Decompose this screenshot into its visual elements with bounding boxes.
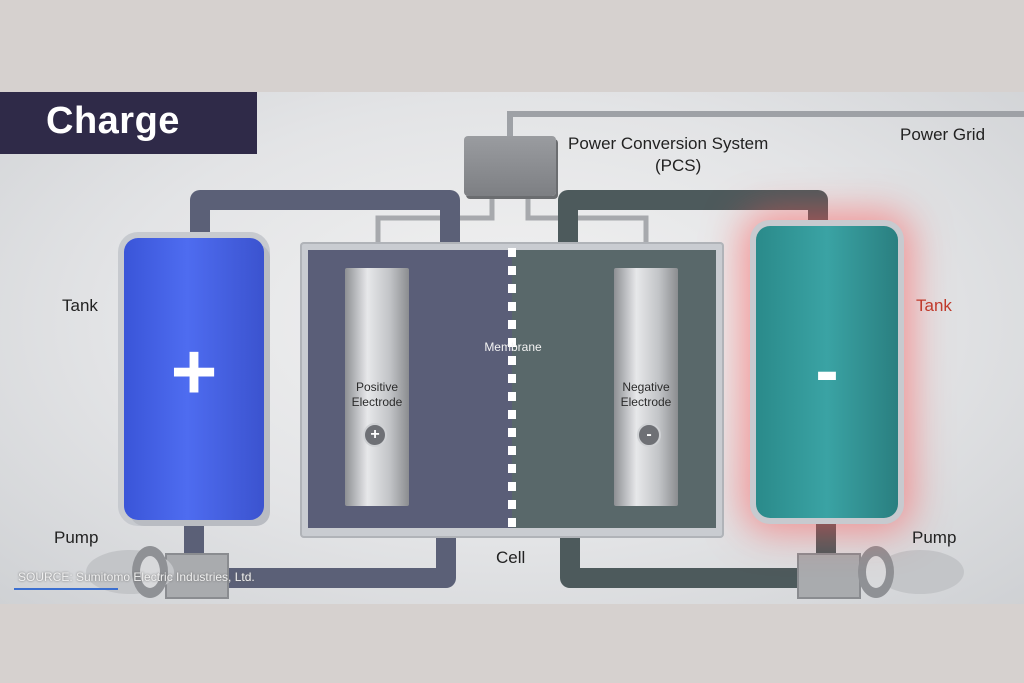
source-underline [14, 588, 118, 590]
pump-left [86, 546, 229, 599]
negative-electrode [614, 268, 678, 506]
pipe-right-bottom [560, 522, 836, 588]
pipe-network [86, 111, 1024, 599]
positive-electrode-sign: + [363, 423, 387, 447]
membrane-label: Membrane [484, 340, 542, 354]
grid-cable [507, 111, 1024, 136]
tank-negative: - [756, 226, 898, 518]
negative-electrode-label-1: Negative [622, 380, 670, 394]
pump-right-label: Pump [912, 528, 957, 547]
pump-left-label: Pump [54, 528, 99, 547]
cell-positive-half [308, 250, 512, 528]
tank-negative-sign: - [815, 331, 839, 409]
pipe-left-top [190, 190, 460, 242]
positive-electrode [345, 268, 409, 506]
tank-left-label: Tank [62, 296, 98, 315]
negative-electrode-sign: - [637, 423, 661, 447]
positive-electrode-label-1: Positive [355, 380, 399, 394]
diagram-frame: Charge Power Conversion System (PCS) Pow… [0, 92, 1024, 604]
pcs-label-line2: (PCS) [655, 156, 702, 175]
source-credit: SOURCE: Sumitomo Electric Industries, Lt… [18, 570, 255, 584]
pcs-box [464, 136, 556, 196]
positive-electrode-label-2: Electrode [351, 395, 403, 409]
title-banner: Charge [0, 92, 257, 154]
membrane [508, 248, 516, 530]
negative-electrode-label-2: Electrode [620, 395, 672, 409]
tank-positive: + [124, 238, 264, 520]
tank-positive-sign: + [170, 327, 218, 416]
pcs-label-line1: Power Conversion System [568, 134, 769, 153]
title: Charge [46, 100, 180, 142]
tank-right-label: Tank [916, 296, 952, 315]
pump-right [797, 546, 964, 599]
pipe-left-bottom [184, 522, 456, 588]
power-grid-label: Power Grid [900, 125, 986, 144]
cell-label: Cell [496, 548, 526, 567]
pipe-right-top [558, 190, 828, 242]
